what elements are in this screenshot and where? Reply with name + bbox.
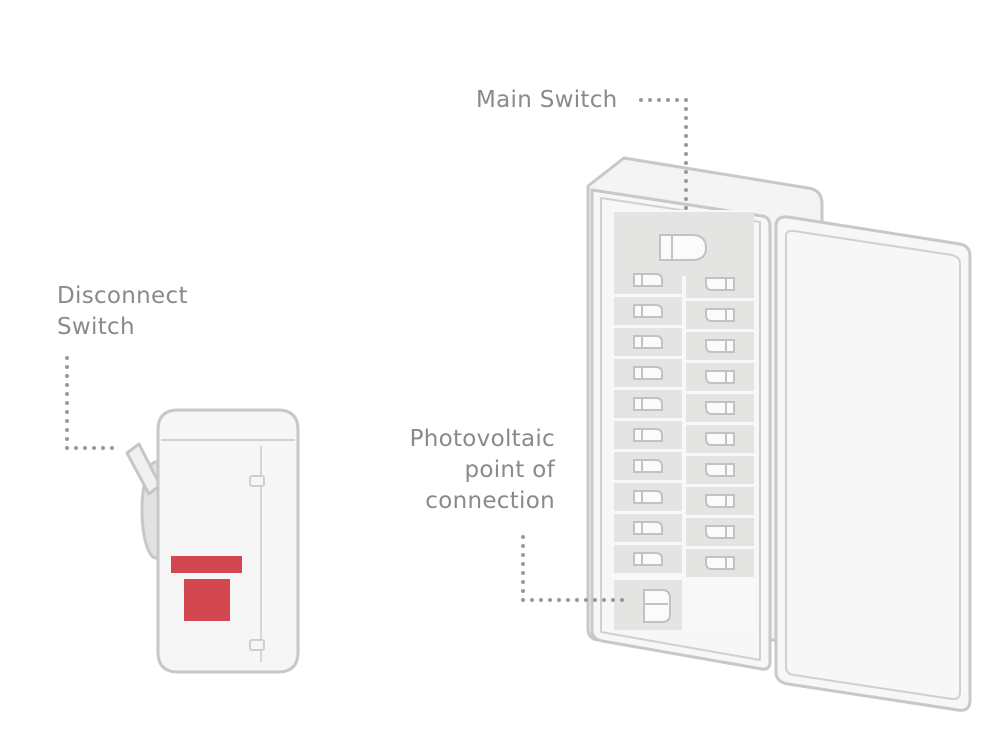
breaker-left-6: [614, 421, 682, 449]
breaker-left-9: [614, 514, 682, 542]
pv-label-line1: Photovoltaic: [409, 426, 555, 452]
breaker-left-4: [614, 359, 682, 387]
breaker-right-1: [686, 270, 754, 298]
breaker-left-10: [614, 545, 682, 573]
pv-label-line3: connection: [425, 488, 555, 514]
disconnect-switch: [125, 408, 300, 674]
breaker-left-2: [614, 297, 682, 325]
disconnect-box: [156, 408, 300, 674]
disconnect-label-line1: Disconnect: [57, 283, 188, 309]
breaker-right-3: [686, 332, 754, 360]
main-panel: [586, 156, 824, 671]
breaker-right-8: [686, 487, 754, 515]
breaker-right-5: [686, 394, 754, 422]
door-inner: [785, 229, 961, 701]
breaker-right-10: [686, 549, 754, 577]
breaker-right-2: [686, 301, 754, 329]
pv-connection-label: Photovoltaic point of connection: [410, 424, 555, 517]
breaker-left-5: [614, 390, 682, 418]
breaker-left-8: [614, 483, 682, 511]
breaker-right-9: [686, 518, 754, 546]
breaker-right-7: [686, 456, 754, 484]
leader-pv: [521, 535, 632, 602]
disconnect-red-block: [184, 579, 230, 621]
main-switch-toggle: [659, 234, 708, 261]
panel-door: [774, 215, 972, 712]
pv-label-line2: point of: [464, 457, 555, 483]
disconnect-label-line2: Switch: [57, 314, 135, 340]
door-outer: [774, 215, 972, 712]
breaker-grid: [614, 266, 754, 577]
breaker-left-7: [614, 452, 682, 480]
main-switch-label: Main Switch: [476, 85, 618, 116]
breaker-left-1: [614, 266, 682, 294]
breaker-left-3: [614, 328, 682, 356]
pv-breaker: [614, 580, 682, 630]
disconnect-red-bar: [171, 556, 242, 573]
disconnect-switch-label: Disconnect Switch: [57, 281, 188, 343]
breaker-right-6: [686, 425, 754, 453]
leader-main-switch: [639, 98, 688, 214]
breaker-right-4: [686, 363, 754, 391]
main-switch-label-text: Main Switch: [476, 87, 618, 113]
leader-disconnect: [65, 356, 117, 450]
